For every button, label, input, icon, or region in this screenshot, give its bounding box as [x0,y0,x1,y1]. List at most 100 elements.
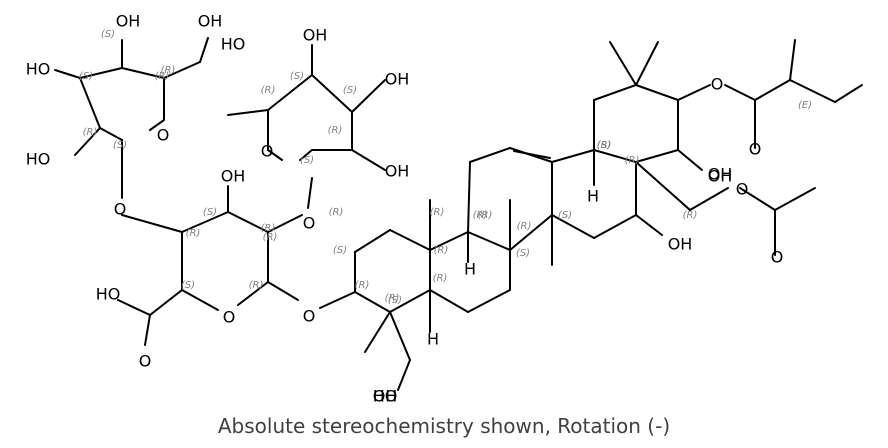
bond-line [635,214,663,236]
bond-line [469,147,511,163]
bond-line [117,299,151,316]
atom-label: H [427,330,439,349]
atom-label: O [261,142,274,161]
atom-label: OH [708,167,733,186]
stereo-descriptor-label: (S) [558,210,572,221]
atom-label: HO [373,387,398,406]
atom-label: OH [198,12,223,31]
stereo-descriptor-label: (S) [516,248,530,259]
bond-line [467,289,511,313]
bond-line [79,67,123,79]
bond-line [267,149,283,161]
bond-line [429,289,469,313]
bond-line [689,187,729,211]
bond-line [351,149,386,171]
stereo-descriptor-label: (S) [597,140,611,151]
stereo-descriptor-label: (R) [249,280,264,291]
bond-line [429,231,469,251]
stereo-descriptor-label: (R) [161,65,176,76]
bond-line [774,187,816,211]
atom-label: OH [385,70,410,89]
atom-label: OH [116,12,141,31]
bond-line [311,74,353,113]
structure-caption: Absolute stereochemistry shown, Rotation… [217,414,671,438]
atom-label: OH [668,235,693,254]
bond-line [789,79,836,103]
stereo-descriptor-label: (R) [434,245,449,256]
bond-line [389,229,431,251]
stereo-descriptor-label: (R) [478,210,493,221]
bond-line [354,291,391,313]
stereo-descriptor-label: (R) [473,210,488,221]
atom-label: O [711,75,724,94]
stereo-descriptor-label: (S) [388,295,402,306]
bond-line [593,84,637,101]
bond-line [121,67,165,79]
atom-label: OH [385,162,410,181]
bond-line [789,39,796,81]
atom-label: OH [708,165,733,184]
atom-label: O [749,140,762,159]
bonds [54,37,863,391]
stereo-descriptor-label: (R) [261,223,276,234]
bond-line [389,311,411,361]
bond-line [635,149,679,163]
bond-line [237,281,269,306]
bond-line [724,84,756,101]
stereo-descriptor-label: (S) [101,29,115,40]
atom-label: O [736,180,749,199]
stereo-descriptor-label: (S) [113,140,127,151]
bond-line [635,41,659,86]
stereo-descriptor-label: (R) [625,155,640,166]
atom-label: O [139,352,152,371]
stereo-descriptor-label: (R) [517,221,532,232]
stereo-descriptor-label: (R) [433,273,448,284]
bond-line [54,69,81,79]
bond-line [354,229,391,253]
bond-line [319,291,356,309]
bond-line [739,187,776,211]
stereo-descriptor-label: (R) [683,210,698,221]
bond-line [509,214,553,251]
stereo-descriptor-label: (R) [329,207,344,218]
stereo-descriptor-label: (R) [430,207,445,218]
atom-label: HO [26,60,51,79]
bond-line [364,311,391,353]
bond-line [267,214,303,233]
stereo-descriptor-label: (R) [83,127,98,138]
bond-line [389,289,431,313]
atom-label: OH [303,26,328,45]
stereo-descriptor-label: (R) [385,293,400,304]
atom-label: O [114,200,127,219]
bond-line [593,149,637,163]
bond-line [149,289,183,316]
bond-line [551,149,595,163]
bond-line [593,214,637,239]
bond-line [144,314,151,346]
bond-line [677,84,711,101]
bond-line [467,161,471,233]
atom-label: HO [96,285,121,304]
bond-line [181,289,219,311]
bond-line [227,109,269,116]
atom-label: H [464,260,476,279]
stereo-descriptor-label: (S) [290,71,304,82]
atom-label: HO [26,150,51,169]
atom-label: O [303,214,316,233]
bond-line [397,359,411,391]
bond-line [467,231,511,251]
bond-line [227,211,269,233]
atom-label: O [223,308,236,327]
bond-line [79,77,101,129]
stereo-descriptor-label: (R) [186,228,201,239]
bond-line [351,79,386,113]
stereo-descriptor-label: (S) [79,71,93,82]
atom-label: O [157,126,170,145]
stereo-descriptor-label: (E) [798,100,812,111]
bond-line [199,37,209,63]
bond-line [609,41,637,86]
stereo-descriptor-label: (R) [328,125,343,136]
atom-label: OH [373,387,398,406]
